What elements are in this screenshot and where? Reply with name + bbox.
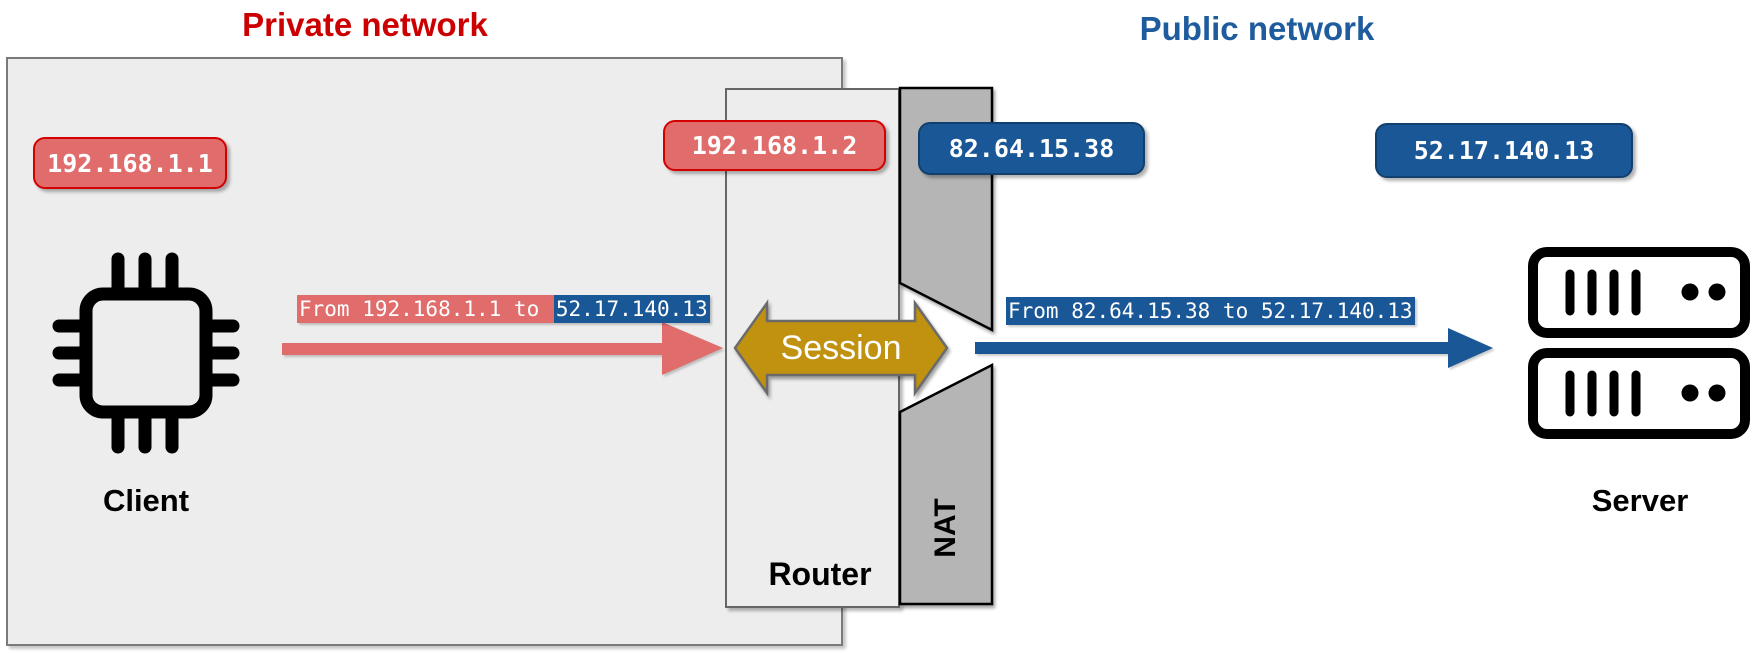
router-label: Router xyxy=(768,556,872,592)
private-flow-label: From 192.168.1.1 to 52.17.140.13 xyxy=(297,295,710,323)
server-icon xyxy=(1528,247,1750,439)
server-label: Server xyxy=(1591,483,1689,518)
public-network-title: Public network xyxy=(1139,10,1375,47)
nat-label: NAT xyxy=(929,498,962,558)
session-arrow-label: Session xyxy=(780,329,902,367)
private-network-title: Private network xyxy=(242,6,488,43)
nat-wan-ip-badge: 82.64.15.38 xyxy=(918,122,1145,175)
public-flow-label: From 82.64.15.38 to 52.17.140.13 xyxy=(1006,297,1415,325)
router-lan-ip-badge: 192.168.1.2 xyxy=(663,120,886,171)
private-flow-label-source: From 192.168.1.1 to xyxy=(297,295,554,323)
server-ip-badge: 52.17.140.13 xyxy=(1375,123,1633,178)
public-flow-arrow xyxy=(975,328,1493,368)
client-ip-badge: 192.168.1.1 xyxy=(33,137,227,189)
private-flow-label-destination: 52.17.140.13 xyxy=(553,295,710,323)
client-label: Client xyxy=(102,483,190,518)
